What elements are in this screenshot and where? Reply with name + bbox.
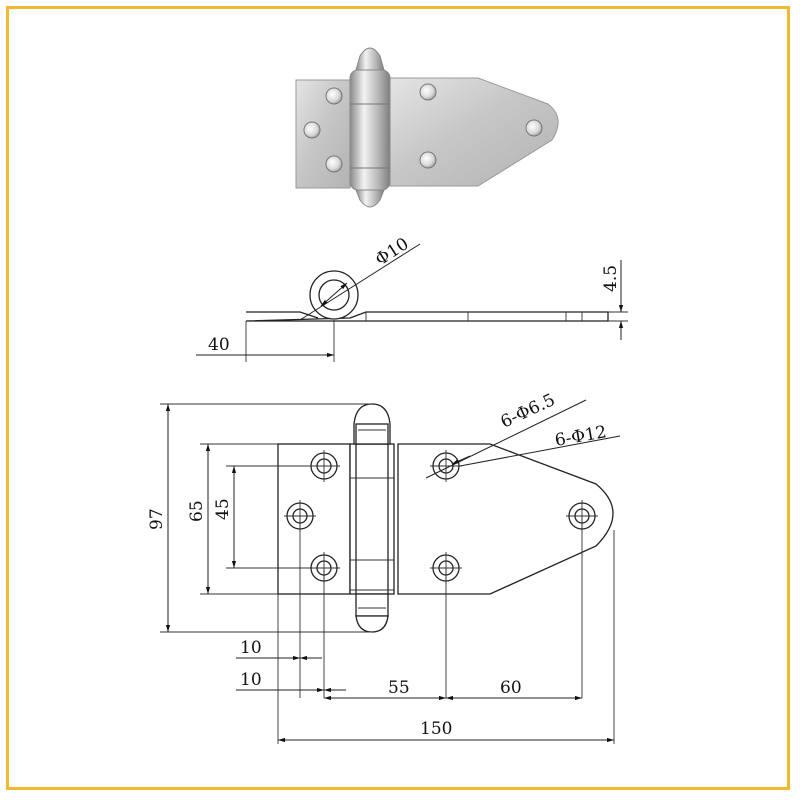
- hole-pitch-2-label: 60: [500, 678, 522, 698]
- edge-offset-2-label: 10: [240, 670, 262, 690]
- large-hole-callout: 6-Φ12: [553, 422, 608, 451]
- hole-pitch-1-label: 55: [388, 678, 410, 698]
- inner-hole-span-label: 45: [213, 498, 233, 520]
- small-hole-callout: 6-Φ6.5: [498, 390, 559, 432]
- overall-length-label: 150: [420, 719, 452, 739]
- pin-diameter-label: Φ10: [372, 234, 413, 270]
- side-view: Φ10 4.5 40: [196, 234, 628, 362]
- outer-hole-span-label: 65: [187, 500, 207, 522]
- plan-view: 6-Φ6.5 6-Φ12 97 65 45 10: [147, 390, 621, 744]
- pin-offset-label: 40: [208, 335, 230, 355]
- overall-height-label: 97: [147, 508, 167, 530]
- thickness-label: 4.5: [601, 265, 621, 292]
- edge-offset-1-label: 10: [240, 638, 262, 658]
- hinge-product-photo: [295, 47, 559, 208]
